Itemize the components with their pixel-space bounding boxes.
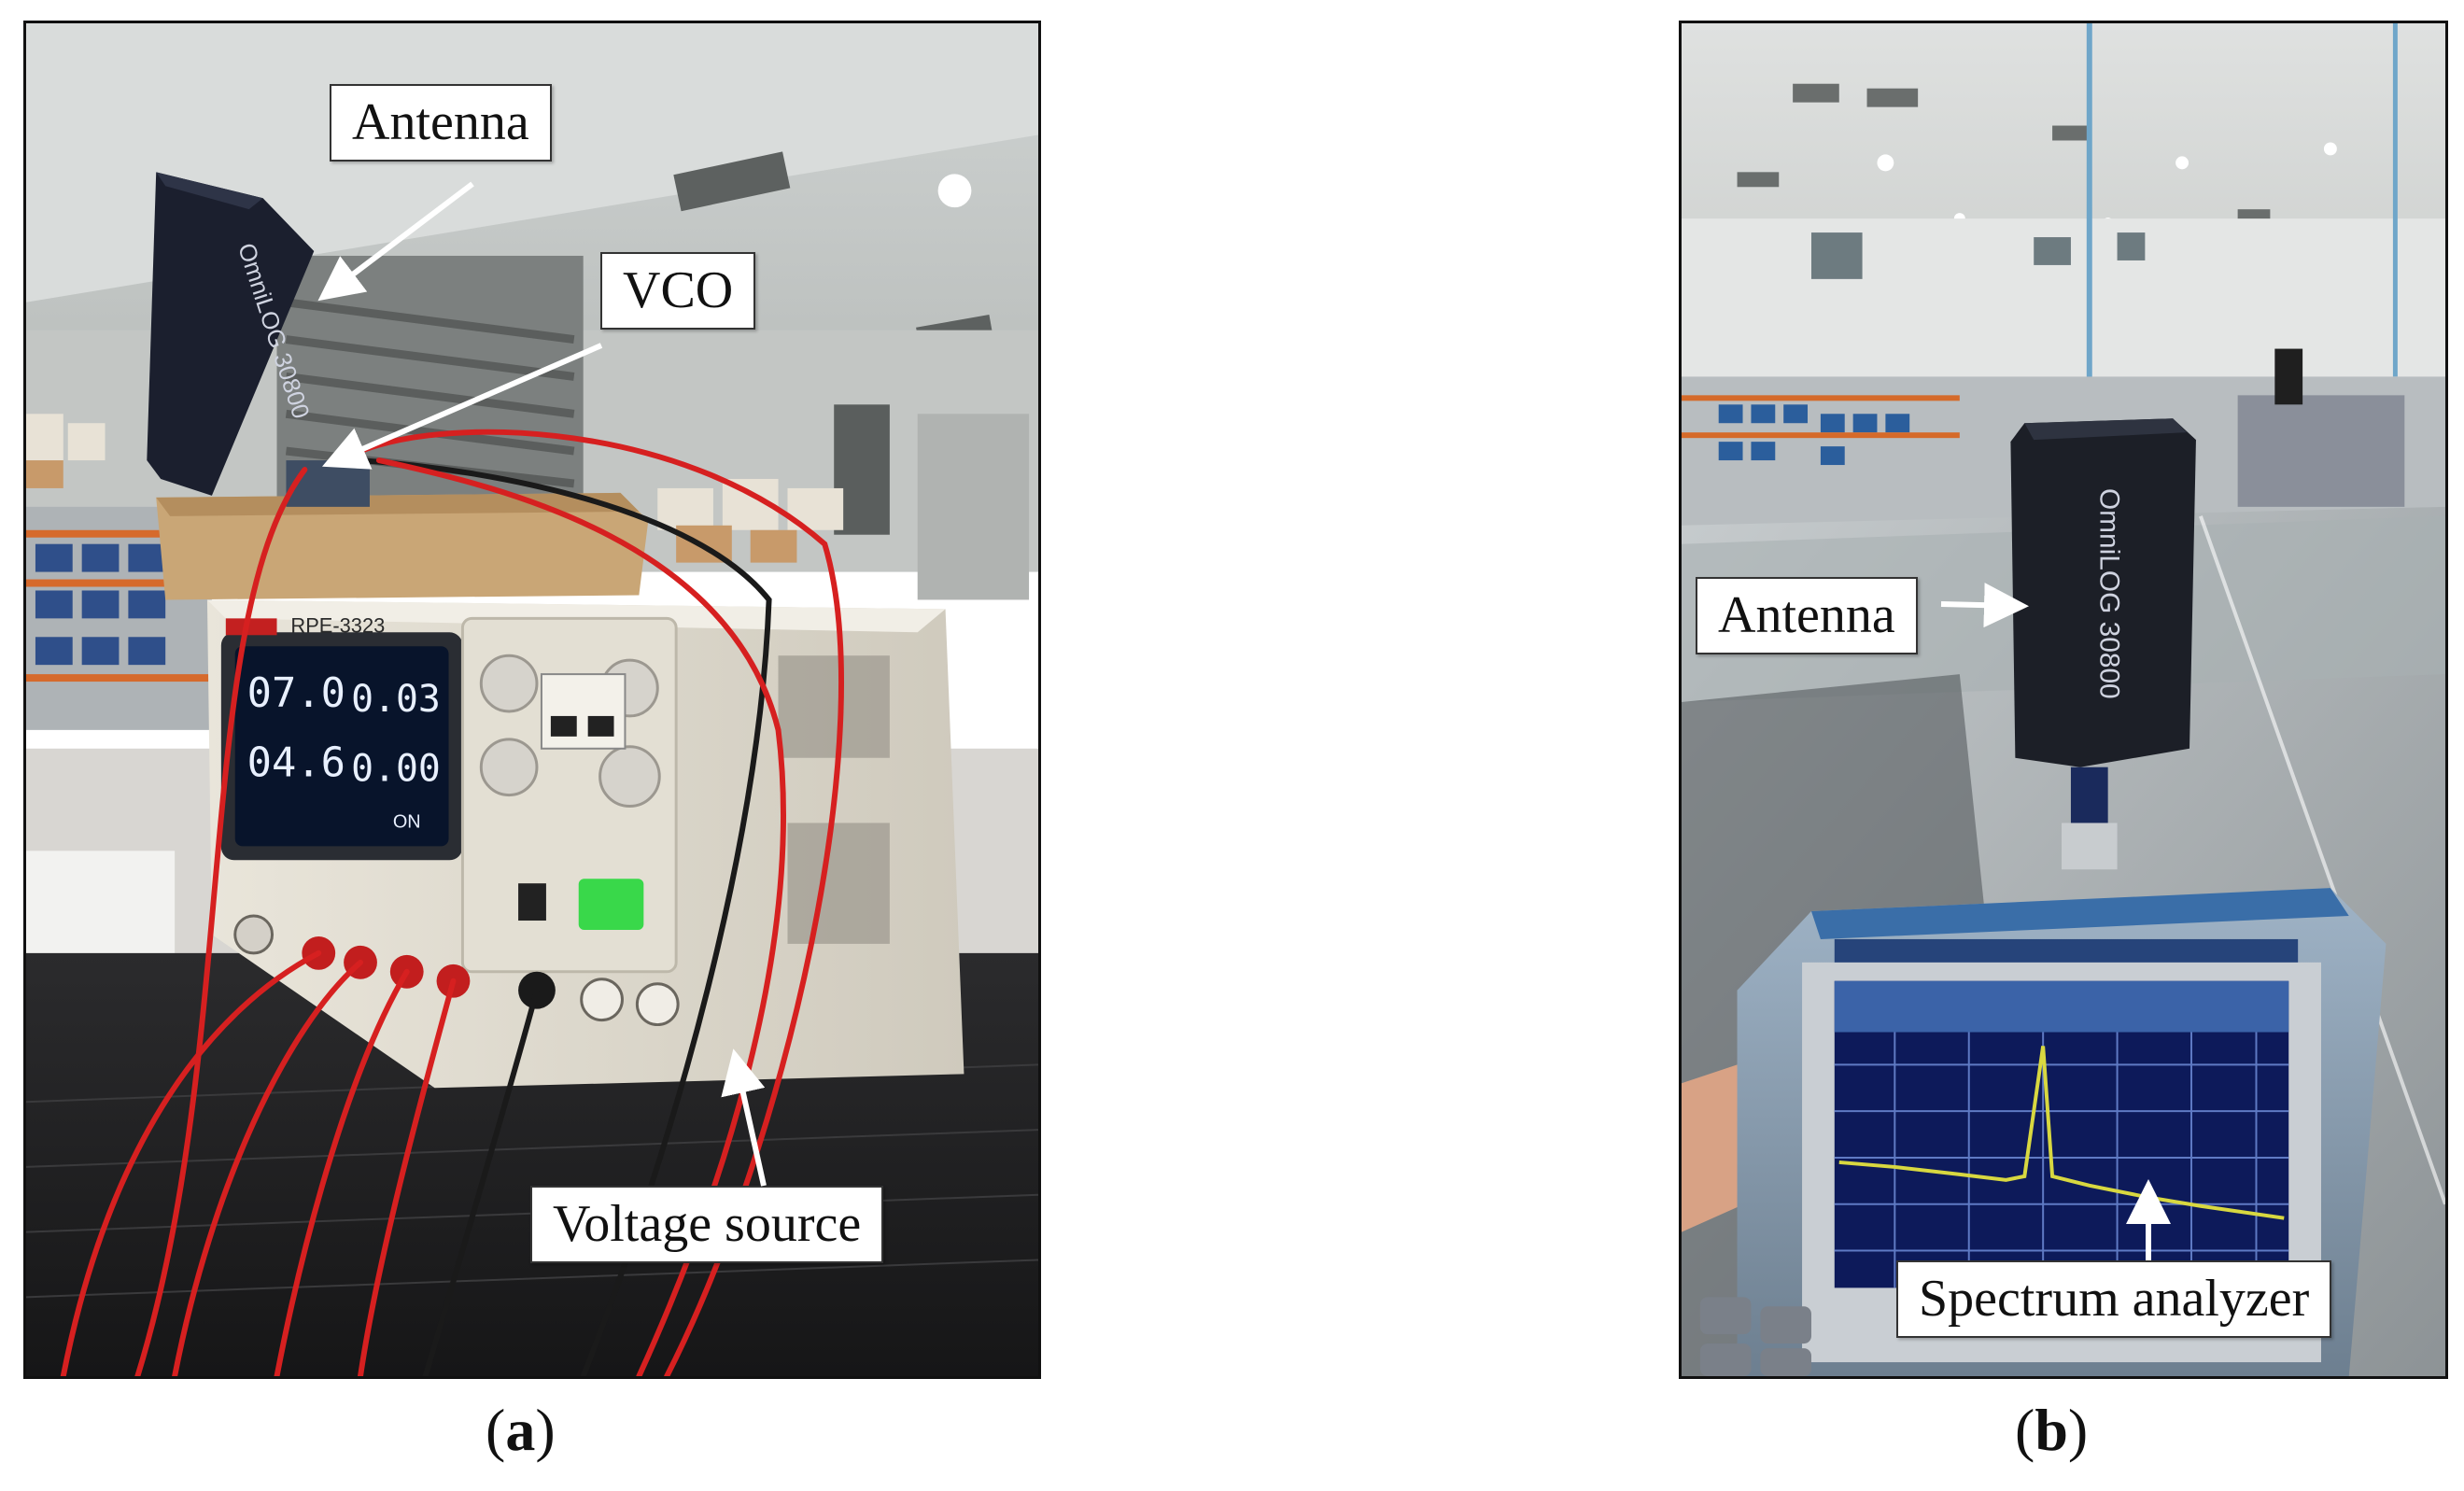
photo-panel-b: OmniLOG 30800 Antenna Spectrum analyzer [1679,21,2448,1379]
label-spectrum-analyzer: Spectrum analyzer [1896,1260,2332,1339]
photo-spectrum-analyzer-setup: OmniLOG 30800 [1682,23,2445,1376]
caption-b-open: ( [2015,1397,2035,1463]
status-on-text: ON [393,811,421,832]
caption-a-open: ( [486,1397,506,1463]
label-antenna-a: Antenna [330,84,552,162]
photo-panel-a: OmniLOG 30800 RPE-3323 07.0 0.03 04.6 0.… [23,21,1041,1379]
readout-current-ch2: 0.00 [351,748,441,791]
label-vco: VCO [600,252,756,331]
svg-text:RPE-3323: RPE-3323 [290,613,385,637]
caption-b-close: ) [2067,1397,2089,1463]
readout-voltage-ch2: 04.6 [247,739,345,787]
photo-voltage-source-setup: OmniLOG 30800 RPE-3323 07.0 0.03 04.6 0.… [26,23,1038,1376]
caption-a: (a) [486,1396,556,1465]
antenna-b-print: OmniLOG 30800 [2094,488,2125,699]
caption-a-letter: a [505,1397,536,1463]
readout-current-ch1: 0.03 [351,678,441,721]
caption-b: (b) [2015,1396,2088,1465]
label-voltage-source: Voltage source [530,1186,884,1264]
label-antenna-b: Antenna [1696,577,1918,655]
caption-b-letter: b [2035,1397,2068,1463]
caption-a-close: ) [535,1397,556,1463]
readout-voltage-ch1: 07.0 [247,669,345,717]
